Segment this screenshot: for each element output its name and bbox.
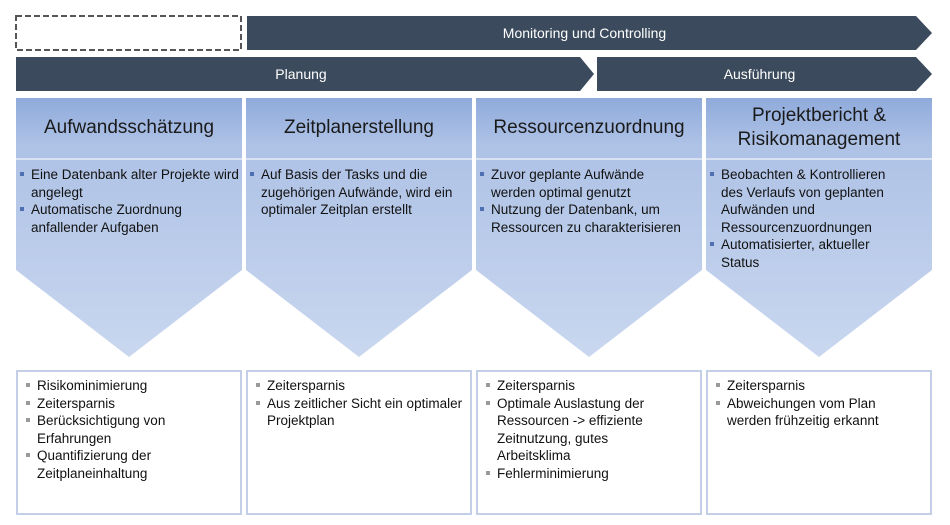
phase-shape-3: [476, 98, 702, 357]
phase-shape-4: [706, 98, 932, 357]
list-item: Fehlerminimierung: [486, 465, 660, 483]
monitoring-banner: [247, 16, 932, 50]
phase-bullets-1: Eine Datenbank alter Projekte wird angel…: [19, 166, 239, 236]
planung-label: Planung: [275, 66, 327, 82]
monitoring-label: Monitoring und Controlling: [502, 25, 667, 41]
phase-shape-1: [16, 98, 242, 357]
placeholder-box: [15, 15, 242, 51]
phase-bullets-4: Beobachten & Kontrollieren des Verlaufs …: [709, 166, 909, 271]
list-item: Aus zeitlicher Sicht ein optimaler Proje…: [256, 395, 470, 430]
list-item: Zeitersparnis: [716, 377, 910, 395]
list-item: Zeitersparnis: [26, 395, 240, 413]
list-item: Zeitersparnis: [256, 377, 470, 395]
ausfuehrung-banner: [597, 57, 932, 91]
list-item: Auf Basis der Tasks und die zugehörigen …: [249, 166, 469, 219]
list-item: Nutzung der Datenbank, um Ressourcen zu …: [479, 201, 684, 236]
benefit-box-2: Zeitersparnis Aus zeitlicher Sicht ein o…: [246, 370, 472, 515]
list-item: Automatisierter, aktueller Status: [709, 236, 909, 271]
phase-title-1: Aufwandsschätzung: [43, 117, 215, 138]
phase-bullets-2: Auf Basis der Tasks und die zugehörigen …: [249, 166, 469, 219]
planung-banner: [16, 57, 594, 91]
phase-shape-2: [246, 98, 472, 357]
list-item: Eine Datenbank alter Projekte wird angel…: [19, 166, 239, 201]
phase-title-3: Ressourcenzuordnung: [493, 117, 685, 138]
list-item: Automatische Zuordnung anfallender Aufga…: [19, 201, 239, 236]
benefit-box-4: Zeitersparnis Abweichungen vom Plan werd…: [706, 370, 932, 515]
benefit-box-3: Zeitersparnis Optimale Auslastung der Re…: [476, 370, 702, 515]
ausfuehrung-label: Ausführung: [723, 66, 796, 82]
list-item: Zuvor geplante Aufwände werden optimal g…: [479, 166, 684, 201]
list-item: Risikominimierung: [26, 377, 240, 395]
phase-title-4: Projektbericht & Risikomanagement: [737, 105, 901, 150]
list-item: Quantifizierung der Zeitplaneinhaltung: [26, 447, 240, 482]
list-item: Zeitersparnis: [486, 377, 660, 395]
phase-bullets-3: Zuvor geplante Aufwände werden optimal g…: [479, 166, 684, 236]
list-item: Abweichungen vom Plan werden frühzeitig …: [716, 395, 910, 430]
benefit-box-1: Risikominimierung Zeitersparnis Berücksi…: [16, 370, 242, 515]
phase-title-2: Zeitplanerstellung: [284, 117, 434, 138]
list-item: Berücksichtigung von Erfahrungen: [26, 412, 240, 447]
list-item: Beobachten & Kontrollieren des Verlaufs …: [709, 166, 909, 236]
list-item: Optimale Auslastung der Ressourcen -> ef…: [486, 395, 660, 465]
